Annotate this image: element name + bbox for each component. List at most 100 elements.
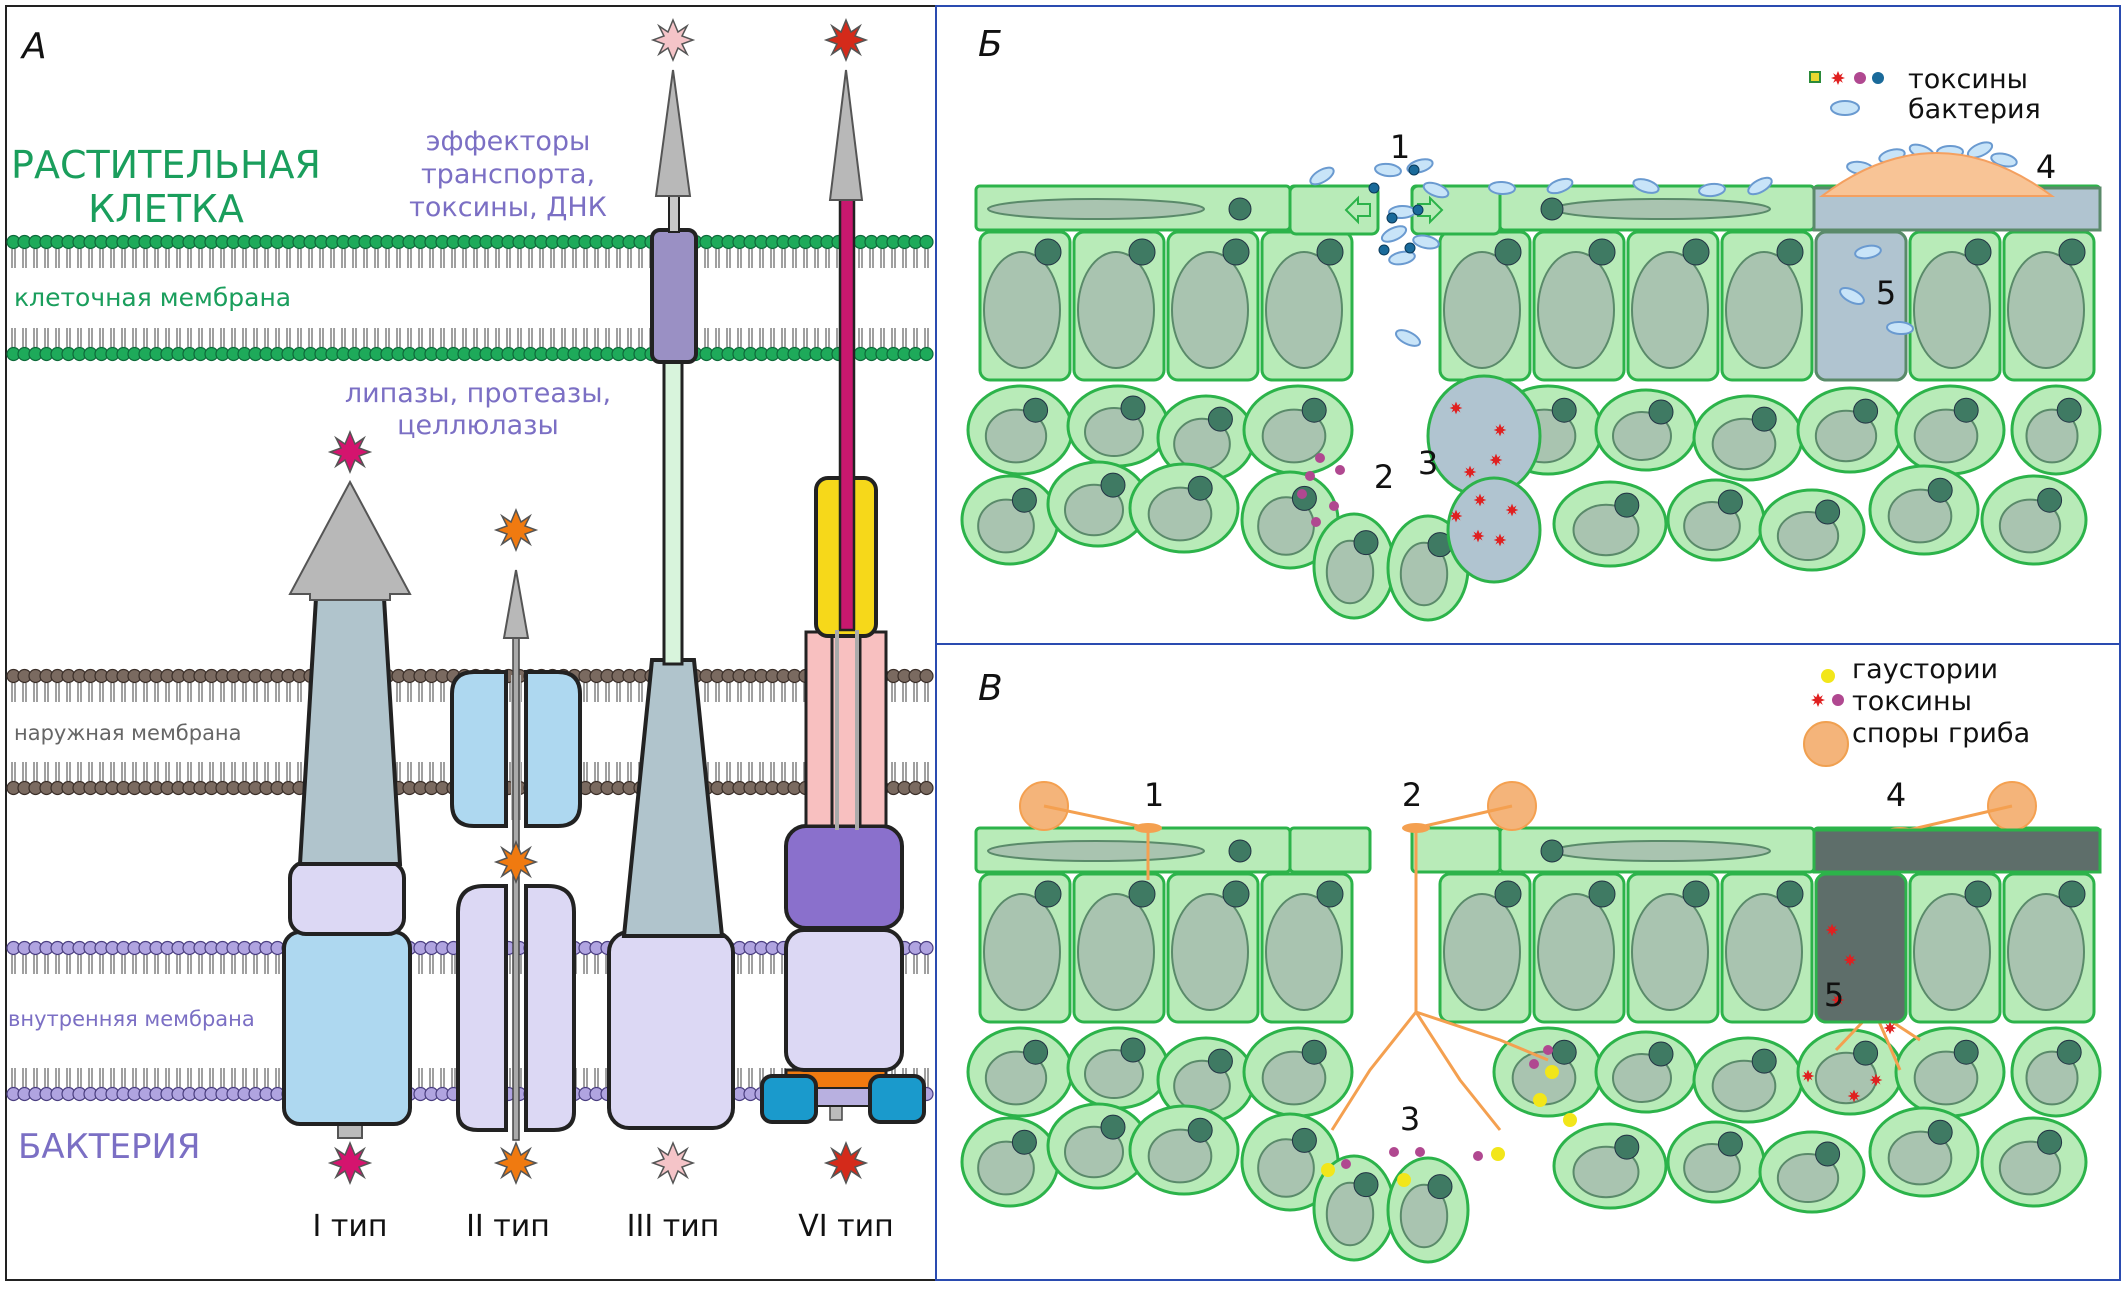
type-1-label: I тип <box>313 1209 388 1244</box>
toxin-star <box>1489 453 1503 467</box>
toxin-star <box>1473 493 1487 507</box>
secretion-type-1 <box>282 431 412 1184</box>
secretion-type-6 <box>760 19 926 1184</box>
b-number-5: 5 <box>1876 274 1896 312</box>
plant-cell-membrane <box>6 234 934 362</box>
outer-membrane-label: наружная мембрана <box>14 721 242 745</box>
toxin-star <box>1493 423 1507 437</box>
toxin-dot <box>1311 517 1321 527</box>
b-number-2: 2 <box>1374 458 1394 496</box>
toxin-dot <box>1415 1147 1425 1157</box>
bacterium-cell <box>1488 180 1516 196</box>
legend-c-spores: споры гриба <box>1852 718 2030 749</box>
bacterium-cell <box>1412 234 1440 250</box>
toxin-dot <box>1378 244 1390 256</box>
toxin-dot <box>1529 1059 1539 1069</box>
toxin-dot <box>1341 1159 1351 1169</box>
bacterium-cell <box>1698 182 1726 198</box>
bacterium-cell <box>1546 177 1574 195</box>
effectors-label-line2: транспорта, <box>421 159 595 190</box>
bacterium-cell <box>1632 178 1660 194</box>
legend-b-bacterium-icon <box>1830 100 1860 116</box>
toxin-dot <box>1473 1151 1483 1161</box>
type-6-label: VI тип <box>798 1209 894 1244</box>
toxin-star <box>1449 401 1463 415</box>
toxin-dot <box>1386 212 1398 224</box>
effector-star-type2-bottom <box>495 1142 537 1184</box>
panel-c: В гаустории токсины споры гриба 1 2 3 4 … <box>935 643 2121 1281</box>
effector-star-type2-top <box>495 509 537 551</box>
bacteria-b <box>1309 141 2018 347</box>
toxin-dot <box>1389 1147 1399 1157</box>
c-number-3: 3 <box>1400 1100 1420 1138</box>
plant-cell-title-line2: КЛЕТКА <box>88 187 244 231</box>
stoma-b <box>1288 184 1502 236</box>
bacterium-cell <box>1380 225 1408 243</box>
necrotic-cell-5 <box>1814 872 1908 1024</box>
cell-membrane-label: клеточная мембрана <box>14 283 291 312</box>
toxin-star <box>1847 1089 1861 1103</box>
enzymes-label-line2: целлюлазы <box>397 410 559 441</box>
toxin-dot <box>1305 471 1315 481</box>
bacterium-cell <box>1395 329 1421 347</box>
bacterial-colony-dome <box>1819 152 2056 197</box>
bacterium-cell <box>1839 287 1865 305</box>
b-spongy <box>960 384 2102 622</box>
legend-c-haustoria: гаустории <box>1852 654 1998 685</box>
bacterium-cell <box>1886 320 1914 336</box>
infected-cell-5 <box>1814 230 1908 382</box>
c-number-4: 4 <box>1886 776 1906 814</box>
c-spongy <box>960 1026 2102 1264</box>
legend-b-bacterium: бактерия <box>1908 94 2041 125</box>
c-number-1: 1 <box>1144 776 1164 814</box>
panel-c-letter: В <box>978 668 1003 709</box>
haustorium <box>1321 1163 1335 1177</box>
b-number-4: 4 <box>2036 148 2056 186</box>
bacterium-cell <box>1422 181 1450 199</box>
enzymes-label-line1: липазы, протеазы, <box>345 378 611 409</box>
toxin-dot <box>1543 1045 1553 1055</box>
legend-b-toxin-icons <box>1809 71 1884 85</box>
effector-star-type6-top <box>825 19 867 61</box>
plant-cell-title-line1: РАСТИТЕЛЬНАЯ <box>11 143 321 187</box>
b-number-1: 1 <box>1390 128 1410 166</box>
haustorium <box>1491 1147 1505 1161</box>
necrotic-epidermis-4 <box>1812 828 2102 874</box>
effector-star-type3-top <box>652 19 694 61</box>
panel-a-letter: А <box>20 26 47 67</box>
c-number-2: 2 <box>1402 776 1422 814</box>
legend-c-spore-icon <box>1803 721 1849 767</box>
bacterium-cell <box>1309 166 1335 186</box>
toxin-dot <box>1315 453 1325 463</box>
bacterium-cell <box>1374 162 1402 178</box>
appressorium-1 <box>1134 823 1162 833</box>
legend-c-toxins: токсины <box>1852 686 1972 717</box>
toxin-dot <box>1412 204 1424 216</box>
toxin-star <box>1869 1073 1883 1087</box>
legend-c-haustoria-icon <box>1821 669 1835 683</box>
fungus-c <box>1019 781 2102 1187</box>
bacterium-cell <box>1747 176 1773 196</box>
legend-c-toxin-icons <box>1811 693 1844 707</box>
toxin-dot <box>1368 182 1380 194</box>
haustorium <box>1533 1093 1547 1107</box>
legend-b-toxins: токсины <box>1908 64 2028 95</box>
toxin-star <box>1463 465 1477 479</box>
c-palisade <box>978 872 2096 1024</box>
effectors-label-line3: токсины, ДНК <box>409 192 607 223</box>
b-palisade <box>978 230 2096 382</box>
effector-star-type1-bottom <box>329 1142 371 1184</box>
type-2-label: II тип <box>466 1209 550 1244</box>
panel-a: А РАСТИТЕЛЬНАЯ КЛЕТКА клеточная мембрана… <box>5 5 937 1281</box>
bacterium-cell <box>1990 152 2018 168</box>
bacterium-cell <box>1854 244 1882 260</box>
toxin-dot <box>1335 465 1345 475</box>
toxin-dot <box>1404 242 1416 254</box>
tissue-b <box>960 184 2102 622</box>
effector-star-type2-middle <box>495 841 537 883</box>
effectors-label-line1: эффекторы <box>426 126 591 157</box>
bacterium-label: БАКТЕРИЯ <box>18 1127 201 1167</box>
haustorium <box>1563 1113 1577 1127</box>
haustorium <box>1545 1065 1559 1079</box>
